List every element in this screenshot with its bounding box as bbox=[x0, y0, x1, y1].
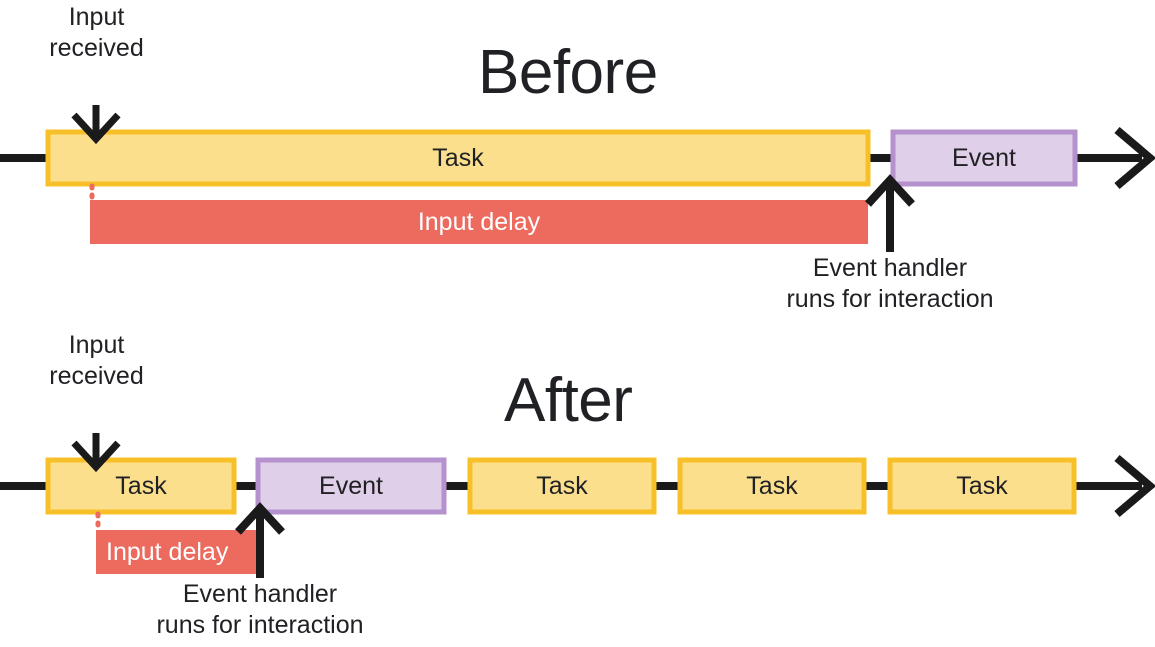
after-event-handler-label: Event handler runs for interaction bbox=[156, 580, 364, 639]
after-section bbox=[0, 433, 1155, 578]
after-task-block-3[interactable] bbox=[677, 457, 867, 515]
before-input-received-label: Input received bbox=[49, 3, 144, 62]
after-event-handler-arrow-icon bbox=[235, 502, 285, 578]
before-event-handler-arrow-icon bbox=[865, 174, 915, 252]
after-event-block[interactable] bbox=[255, 457, 447, 515]
before-event-handler-label: Event handler runs for interaction bbox=[786, 254, 994, 313]
before-event-block[interactable] bbox=[890, 129, 1078, 187]
after-task-block-4[interactable] bbox=[887, 457, 1077, 515]
after-input-received-label: Input received bbox=[49, 331, 144, 390]
after-section-title: After bbox=[504, 366, 633, 435]
after-input-received-arrow-icon bbox=[71, 433, 121, 473]
after-timeline-arrowhead-icon bbox=[1114, 454, 1155, 518]
after-task-block-2[interactable] bbox=[467, 457, 657, 515]
before-section bbox=[0, 105, 1155, 252]
before-input-received-arrow-icon bbox=[71, 105, 121, 145]
before-timeline-arrowhead-icon bbox=[1114, 126, 1155, 190]
after-task-block-1[interactable] bbox=[45, 457, 237, 515]
before-task-block[interactable] bbox=[45, 129, 871, 187]
before-section-title: Before bbox=[478, 38, 658, 107]
before-input-delay-bar[interactable] bbox=[90, 200, 868, 244]
after-input-delay-bar[interactable] bbox=[96, 530, 264, 574]
